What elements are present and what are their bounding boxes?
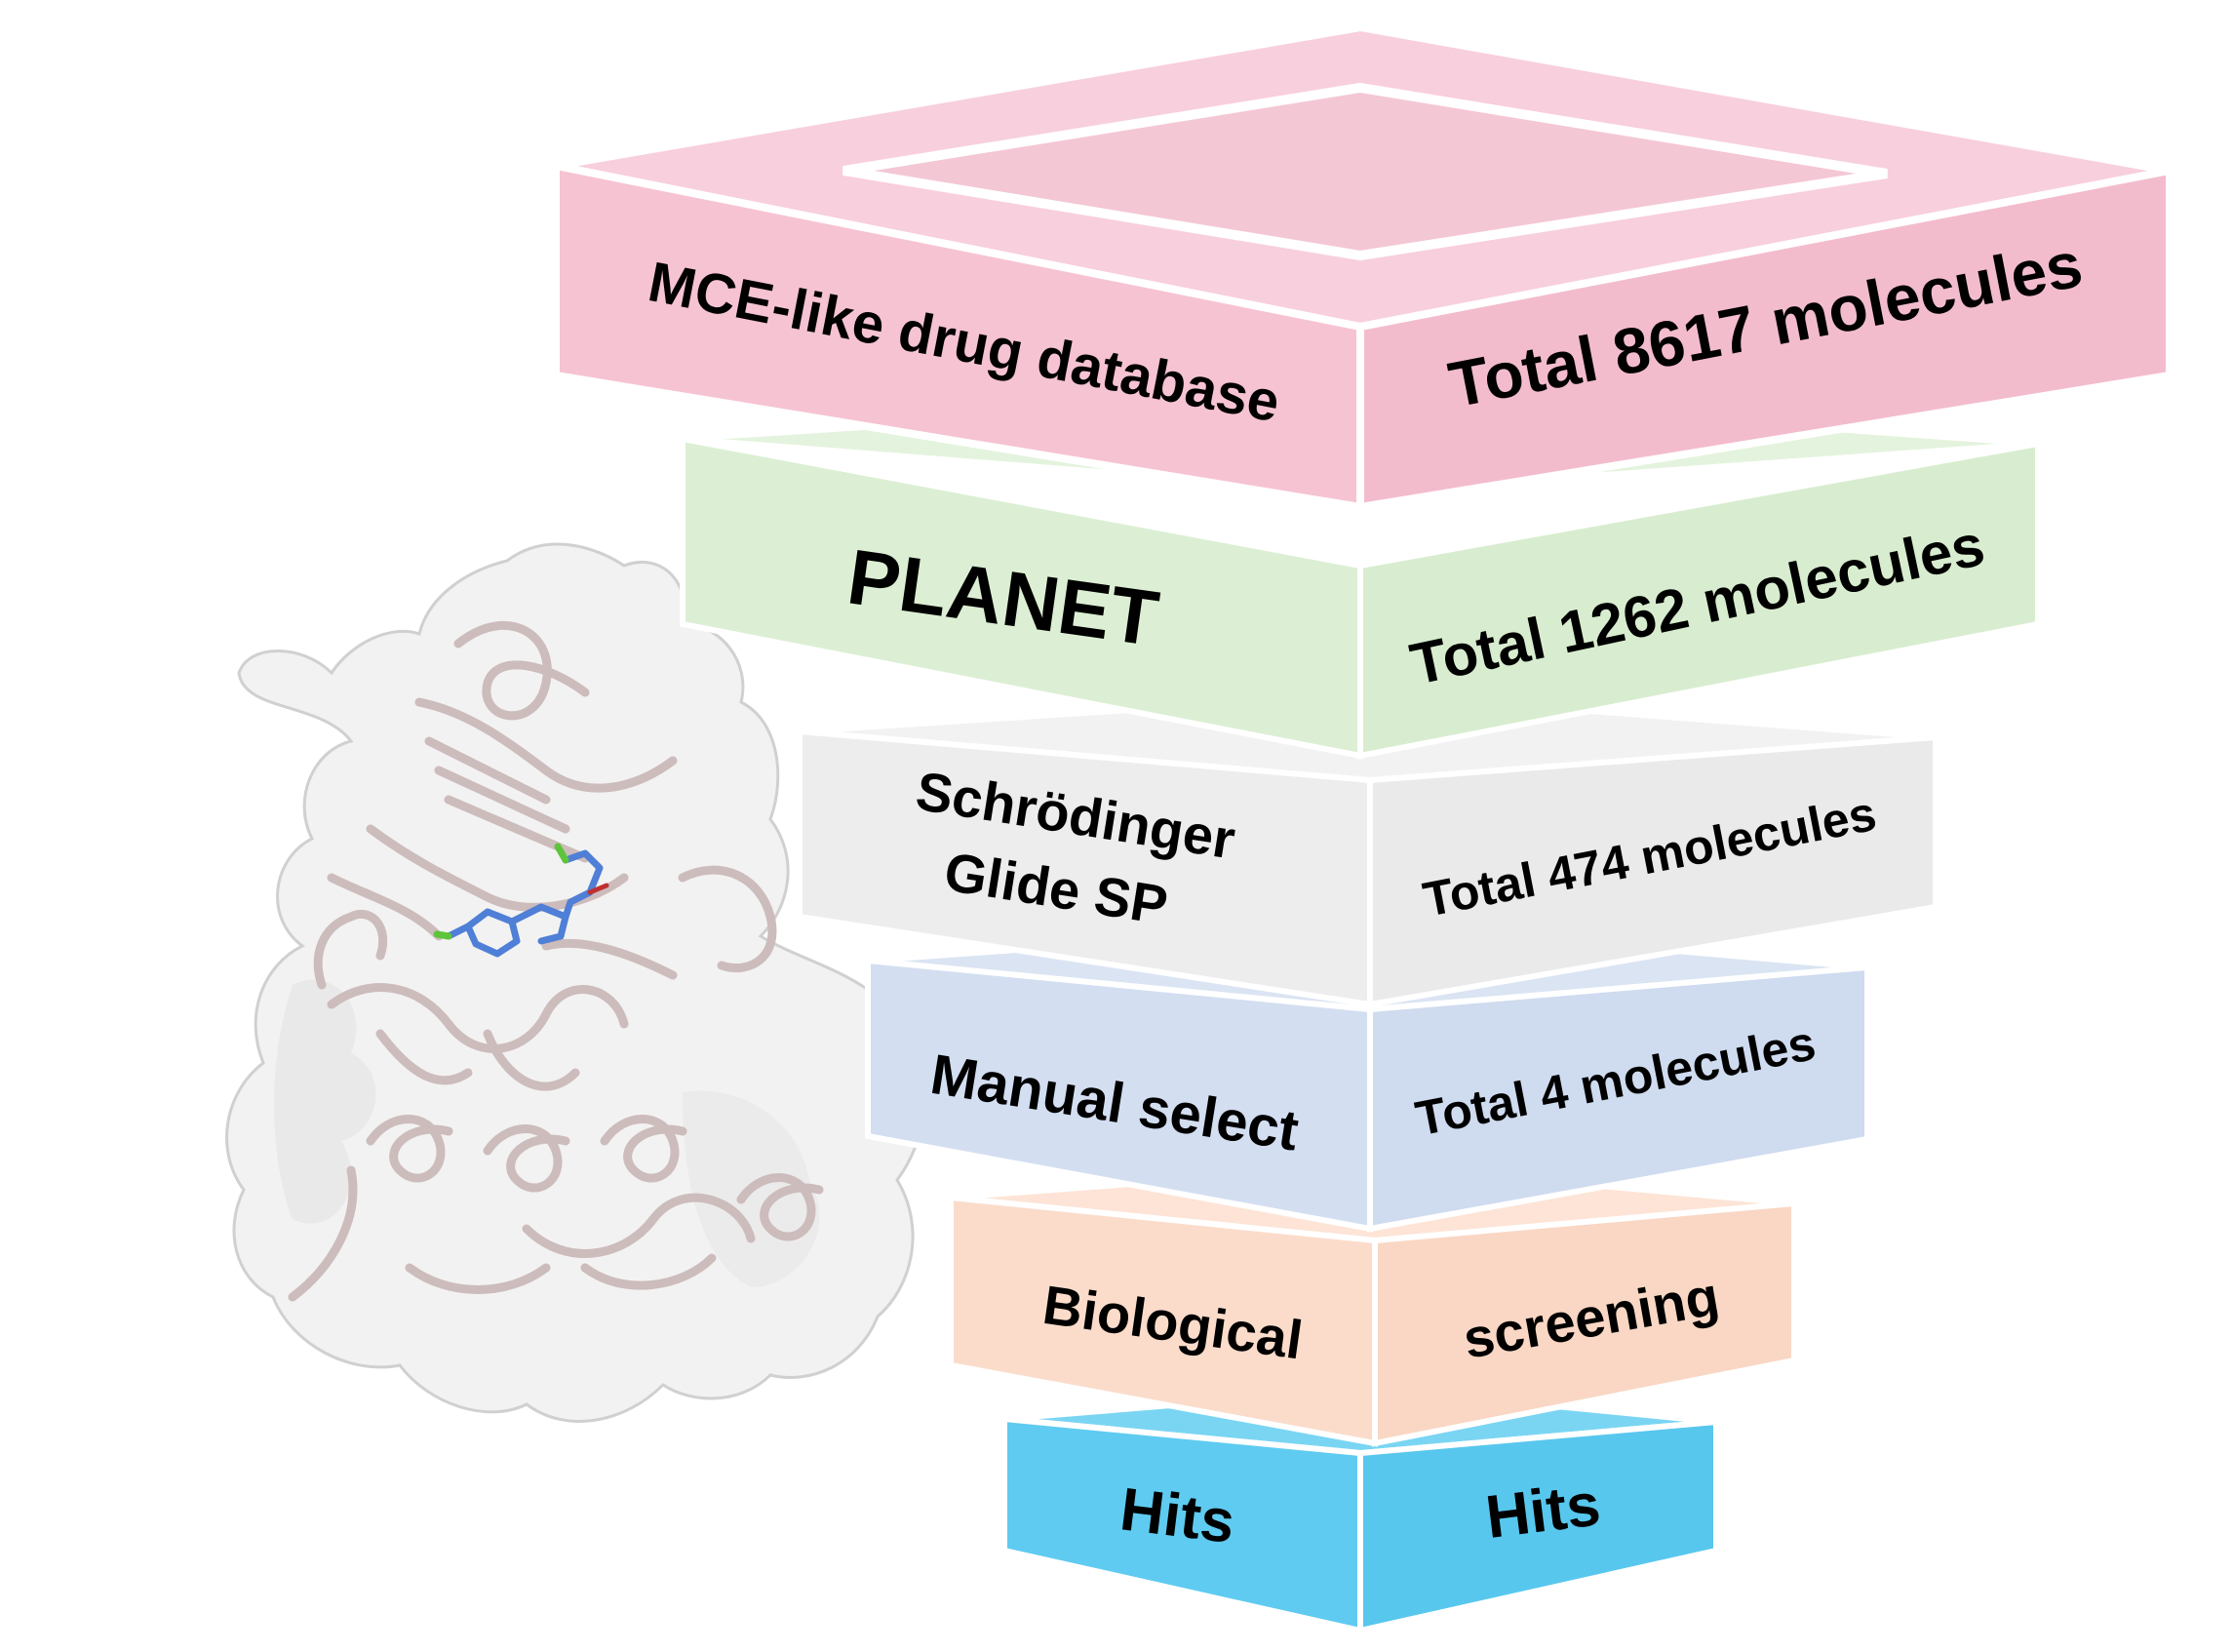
layer-glide-right-face <box>1367 733 1939 1008</box>
ligand <box>433 843 609 958</box>
protein-surface <box>225 542 926 1423</box>
layer-biological-screening: Biological screening <box>948 1161 1797 1447</box>
layer-mce-right-face <box>1356 166 2174 512</box>
protein-structure-image <box>225 542 926 1423</box>
protein-cartoon <box>288 621 824 1302</box>
layer-manual-right-face <box>1367 964 1870 1233</box>
layer-mce-opening <box>842 82 1888 261</box>
layer-mce-database: MCE-like drug database Total 8617 molecu… <box>552 22 2174 512</box>
layer-hits-right-face <box>1357 1418 1719 1634</box>
protein-surface-shade <box>274 979 376 1224</box>
layer-hits-left-label: Hits <box>1116 1475 1238 1556</box>
layer-hits-right-label: Hits <box>1482 1471 1604 1552</box>
layer-planet-right-face <box>1357 440 2041 760</box>
layer-bio-right-face <box>1372 1200 1797 1447</box>
